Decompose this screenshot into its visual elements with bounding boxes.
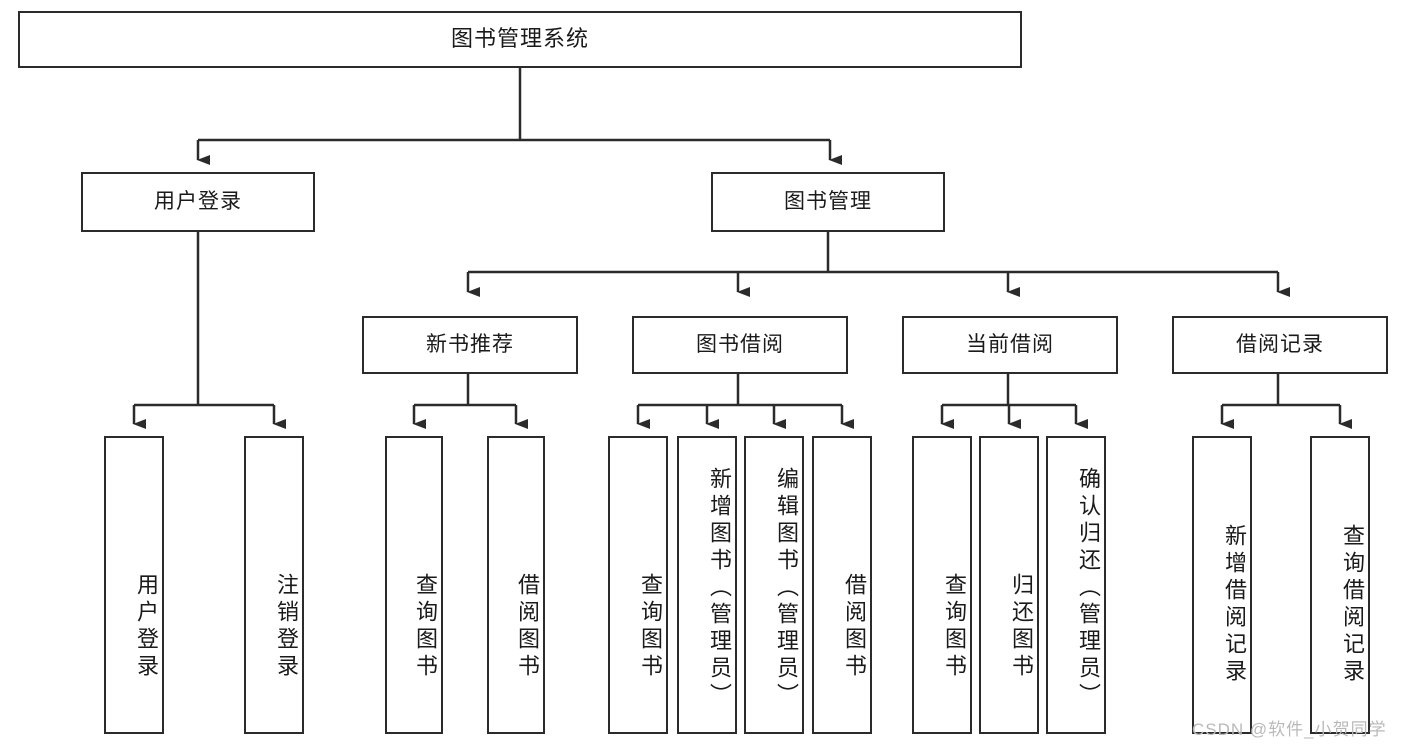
leaf-current-borrow-return-book[interactable]: 归还图书 [979, 436, 1039, 734]
node-current-borrow[interactable]: 当前借阅 [902, 316, 1118, 374]
leaf-new-book-query-book[interactable]: 查询图书 [385, 436, 443, 734]
node-label: 编辑图书（管理员） [774, 466, 799, 710]
node-label: 图书管理 [784, 190, 872, 214]
node-label: 确认归还（管理员） [1076, 466, 1101, 710]
leaf-current-borrow-confirm-return[interactable]: 确认归还（管理员） [1046, 436, 1106, 734]
csdn-watermark: CSDN @软件_小贺同学 [1192, 715, 1387, 740]
leaf-new-book-borrow-book[interactable]: 借阅图书 [487, 436, 545, 734]
node-label: 查询图书 [942, 573, 967, 681]
node-label: 查询图书 [413, 573, 438, 681]
watermark-text: CSDN @软件_小贺同学 [1192, 720, 1387, 739]
leaf-user-login-logout[interactable]: 注销登录 [244, 436, 304, 734]
leaf-current-borrow-query-book[interactable]: 查询图书 [912, 436, 972, 734]
node-label: 用户登录 [154, 190, 242, 214]
leaf-book-borrow-borrow-book[interactable]: 借阅图书 [812, 436, 872, 734]
node-book-borrow[interactable]: 图书借阅 [632, 316, 848, 374]
node-book-management[interactable]: 图书管理 [711, 172, 945, 232]
node-label: 借阅图书 [842, 573, 867, 681]
node-label: 借阅记录 [1236, 333, 1324, 357]
node-label: 查询借阅记录 [1340, 524, 1365, 686]
node-new-book-recommend[interactable]: 新书推荐 [362, 316, 578, 374]
node-label: 当前借阅 [966, 333, 1054, 357]
node-root-system[interactable]: 图书管理系统 [18, 11, 1022, 68]
node-label: 查询图书 [638, 573, 663, 681]
node-label: 新书推荐 [426, 333, 514, 357]
leaf-book-borrow-query-book[interactable]: 查询图书 [608, 436, 668, 734]
node-label: 借阅图书 [515, 573, 540, 681]
node-label: 新增图书（管理员） [707, 466, 732, 710]
node-label: 注销登录 [274, 573, 299, 681]
node-user-login[interactable]: 用户登录 [81, 172, 315, 232]
node-label: 归还图书 [1009, 573, 1034, 681]
node-label: 用户登录 [134, 573, 159, 681]
node-label: 图书借阅 [696, 333, 784, 357]
node-borrow-record[interactable]: 借阅记录 [1172, 316, 1388, 374]
leaf-borrow-record-query-record[interactable]: 查询借阅记录 [1310, 436, 1370, 734]
leaf-borrow-record-add-record[interactable]: 新增借阅记录 [1192, 436, 1252, 734]
node-label: 图书管理系统 [450, 26, 589, 52]
leaf-book-borrow-add-book[interactable]: 新增图书（管理员） [677, 436, 737, 734]
leaf-user-login-login[interactable]: 用户登录 [104, 436, 164, 734]
node-label: 新增借阅记录 [1222, 524, 1247, 686]
leaf-book-borrow-edit-book[interactable]: 编辑图书（管理员） [744, 436, 804, 734]
